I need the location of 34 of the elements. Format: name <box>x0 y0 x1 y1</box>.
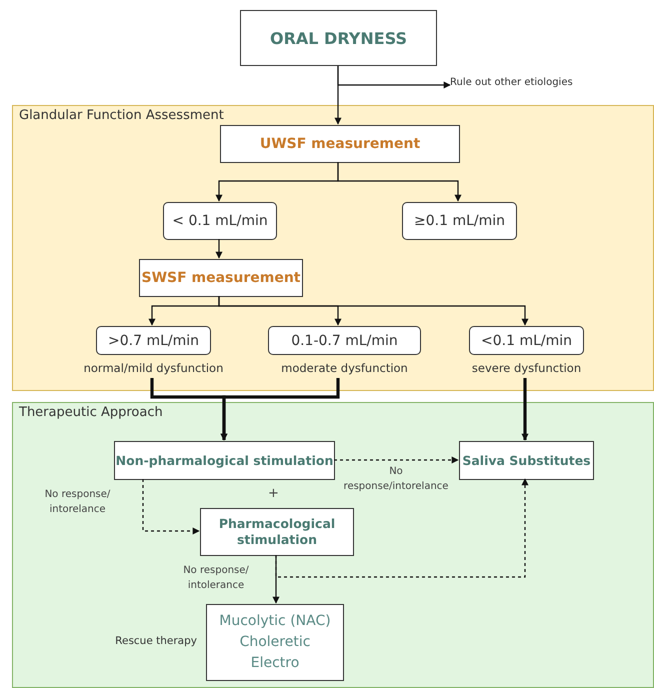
range-text: <0.1 mL/min <box>481 332 572 348</box>
arrow <box>142 479 200 534</box>
arrow <box>275 478 528 578</box>
range-box: < 0.1 mL/min <box>163 202 277 240</box>
measurement-box: SWSF measurement <box>139 259 303 297</box>
treatment-box: Non-pharmalogical stimulation <box>114 441 335 480</box>
range-text: 0.1-0.7 mL/min <box>291 332 398 348</box>
arrow <box>334 66 342 125</box>
arrow <box>334 456 459 464</box>
measurement-box: UWSF measurement <box>220 125 460 163</box>
range-text: >0.7 mL/min <box>108 332 199 348</box>
severity-caption: moderate dysfunction <box>280 361 409 375</box>
section-panel <box>12 402 654 688</box>
arrow <box>522 378 528 441</box>
plus-sign: + <box>268 485 279 503</box>
note-text: Rule out other etiologies <box>450 77 574 88</box>
treatment-box: Pharmacological stimulation <box>200 508 354 556</box>
side-caption: Rescue therapy <box>115 635 197 647</box>
arrow <box>272 555 280 604</box>
arrow <box>216 239 222 259</box>
title-box: ORAL DRYNESS <box>240 10 437 66</box>
severity-caption: severe dysfunction <box>470 361 582 375</box>
arrow <box>337 162 462 202</box>
treatment-box: Saliva Substitutes <box>459 441 594 480</box>
section-heading: Glandular Function Assessment <box>19 108 224 123</box>
edge-label: No response/ intorelance <box>44 488 112 517</box>
severity-caption: normal/mild dysfunction <box>82 361 224 375</box>
arrow <box>220 378 340 441</box>
section-panel <box>12 105 654 391</box>
edge-label: No response/intorelance <box>342 465 450 494</box>
arrow <box>218 296 528 326</box>
section-heading: Therapeutic Approach <box>19 405 163 420</box>
range-box: ≥0.1 mL/min <box>402 202 517 240</box>
edge-label: No response/ intolerance <box>182 564 250 593</box>
